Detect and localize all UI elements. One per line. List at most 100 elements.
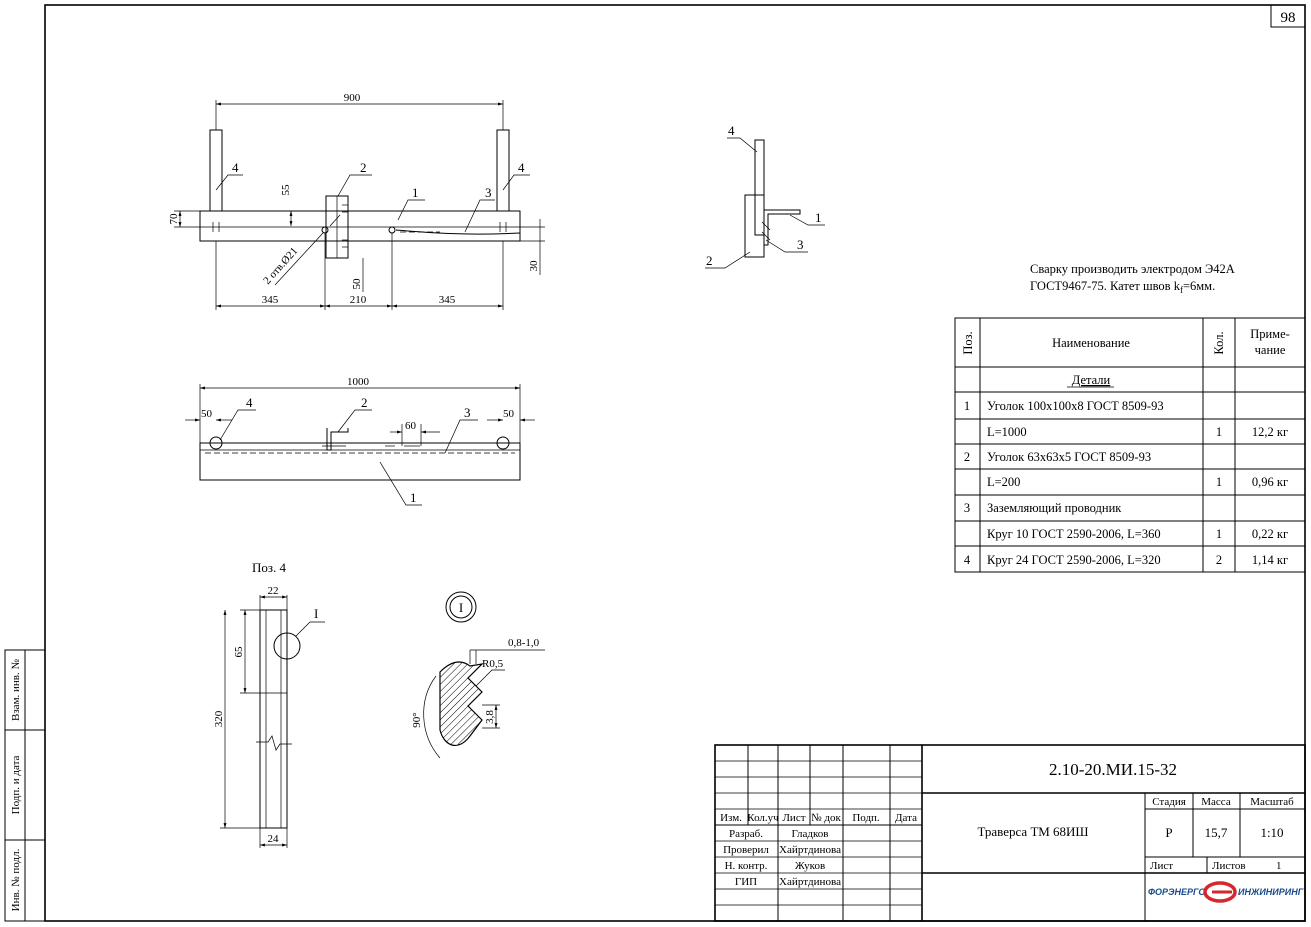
spec-row-note: 12,2 кг [1252,425,1288,439]
tb-col-header: Дата [895,812,917,824]
tb-mass: 15,7 [1205,825,1228,840]
pos-label-3: 3 [485,185,492,200]
detail-dim-pitch: 3,8 [484,710,496,724]
stamp-sign-date: Подп. и дата [10,756,22,815]
spec-row-qty: 2 [1216,553,1222,567]
tb-sheets-count: 1 [1276,860,1282,872]
tb-stage-label: Стадия [1152,796,1186,808]
dim-50: 50 [351,278,363,290]
front-pos-label-4: 4 [246,395,253,410]
dim-50-right: 50 [503,408,515,420]
pos-label-2: 2 [360,160,367,175]
front-pos-label-1: 1 [410,490,417,505]
tb-signer: Гладков [792,828,829,840]
spec-row-name: Круг 24 ГОСТ 2590-2006, L=320 [987,553,1161,567]
spec-row-note: 1,14 кг [1252,553,1288,567]
tb-col-header: № док [811,812,841,824]
tb-doc-code: 2.10-20.МИ.15-32 [1049,760,1177,779]
spec-row-qty: 1 [1216,527,1222,541]
dim-55: 55 [280,184,292,196]
dim-345-left: 345 [262,294,279,306]
tb-scale: 1:10 [1260,825,1283,840]
dim-70: 70 [168,213,180,225]
side-pos-label-2: 2 [706,253,713,268]
spec-header-name: Наименование [1052,336,1130,350]
tb-sheets-label: Листов [1212,860,1246,872]
spec-row-name: L=1000 [987,425,1027,439]
tb-col-header: Лист [782,812,805,824]
pos4-dim-24: 24 [268,833,280,845]
title-block: Изм. Кол.уч Лист № док Подп. Дата Разраб… [714,744,1306,922]
spec-row-pos: 3 [964,501,970,515]
dim-210: 210 [350,294,367,306]
spec-row-qty: 1 [1216,425,1222,439]
detail-label: I [459,600,463,615]
spec-row-qty: 1 [1216,475,1222,489]
pos4-view: Поз. 4 I 22 65 320 24 [213,560,325,848]
spec-section-details: Детали [1072,373,1111,387]
logo-text-left: ФОРЭНЕРГО [1148,887,1205,897]
stamp-replacement-inv: Взам. инв. № [10,659,22,721]
spec-header-qty: Кол. [1212,331,1226,354]
tb-role: Проверил [723,844,769,856]
spec-header-note-2: чание [1255,343,1286,357]
tb-signer: Хайртдинова [779,844,841,856]
spec-table: Поз. Наименование Кол. Приме- чание Дета… [954,317,1306,573]
side-view: 4 1 3 2 [705,123,825,269]
pos-label-4-right: 4 [518,160,525,175]
pos4-title: Поз. 4 [252,560,287,575]
spec-row-name: Уголок 100х100х8 ГОСТ 8509-93 [987,399,1164,413]
spec-row-name: Уголок 63х63х5 ГОСТ 8509-93 [987,450,1151,464]
spec-header-note-1: Приме- [1250,327,1290,341]
tb-mass-label: Масса [1201,796,1231,808]
tb-sheet-label: Лист [1150,860,1173,872]
front-pos-label-2: 2 [361,395,368,410]
spec-row-pos: 2 [964,450,970,464]
pos4-callout: I [314,606,318,621]
side-pos-label-4: 4 [728,123,735,138]
welding-note: Сварку производить электродом Э42А ГОСТ9… [1030,262,1235,295]
pos-label-1: 1 [412,185,419,200]
logo-mark-icon [1203,881,1237,903]
side-pos-label-3: 3 [797,237,804,252]
dim-holes: 2 отв.Ø21 [261,245,300,287]
spec-header-pos: Поз. [961,331,975,354]
tb-col-header: Изм. [720,812,742,824]
pos4-dim-65: 65 [233,646,245,658]
front-pos-label-3: 3 [464,405,471,420]
dim-60: 60 [405,420,417,432]
detail-dim-radius: R0,5 [482,658,504,670]
dim-1000: 1000 [347,376,370,388]
note-line-2: ГОСТ9467-75. Катет швов kf=6мм. [1030,279,1215,295]
front-view: 1000 50 60 50 4 2 3 1 [185,376,535,506]
spec-row-pos: 4 [964,553,971,567]
tb-role: Разраб. [729,828,763,840]
pos4-dim-22: 22 [268,585,279,597]
detail-dim-angle: 90° [411,712,423,727]
pos-label-4-left: 4 [232,160,239,175]
dim-345-right: 345 [439,294,456,306]
dim-900: 900 [344,92,361,104]
tb-signer: Жуков [795,860,825,872]
top-view: 900 70 55 2 отв.Ø21 50 30 345 210 345 4 [168,92,545,310]
dim-50-left: 50 [201,408,213,420]
tb-role: Н. контр. [725,860,768,872]
logo-text-right: ИНЖИНИРИНГ [1238,887,1304,897]
thread-detail-view: I 90° 0,8-1,0 R0,5 3,8 [411,591,545,759]
tb-role: ГИП [735,876,757,888]
spec-row-note: 0,96 кг [1252,475,1288,489]
side-pos-label-1: 1 [815,210,822,225]
tb-signer: Хайртдинова [779,876,841,888]
spec-row-name: Круг 10 ГОСТ 2590-2006, L=360 [987,527,1161,541]
tb-scale-label: Масштаб [1250,796,1294,808]
spec-row-note: 0,22 кг [1252,527,1288,541]
spec-row-pos: 1 [964,399,970,413]
tb-stage: Р [1165,825,1172,840]
spec-row-name: L=200 [987,475,1020,489]
tb-title: Траверса ТМ 68ИШ [977,824,1088,839]
sheet-number: 98 [1281,10,1296,26]
pos4-dim-320: 320 [213,710,225,727]
tb-col-header: Кол.уч [747,812,779,824]
tb-col-header: Подп. [852,812,880,824]
